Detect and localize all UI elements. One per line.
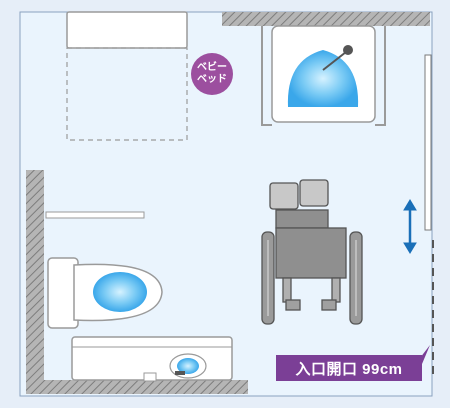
toilet-icon	[47, 257, 163, 329]
baby-bed-label-line2: ベッド	[197, 74, 227, 85]
entrance-opening-label: 入口開口 99cm	[276, 355, 422, 381]
sink-icon	[71, 336, 233, 382]
double-arrow-icon	[403, 199, 417, 254]
baby-bed-icon	[66, 11, 188, 141]
baby-bed-label-line1: ベビー	[197, 62, 227, 73]
bottom-wall	[26, 380, 248, 394]
baby-bed-badge: ベビー ベッド	[191, 53, 233, 95]
left-wall	[26, 170, 44, 394]
door-panel	[424, 54, 432, 231]
top-wall	[222, 12, 430, 26]
wheelchair-icon	[261, 179, 363, 325]
grab-bar	[45, 211, 145, 219]
washbasin-icon	[261, 25, 386, 126]
entrance-label-pointer	[420, 345, 430, 364]
